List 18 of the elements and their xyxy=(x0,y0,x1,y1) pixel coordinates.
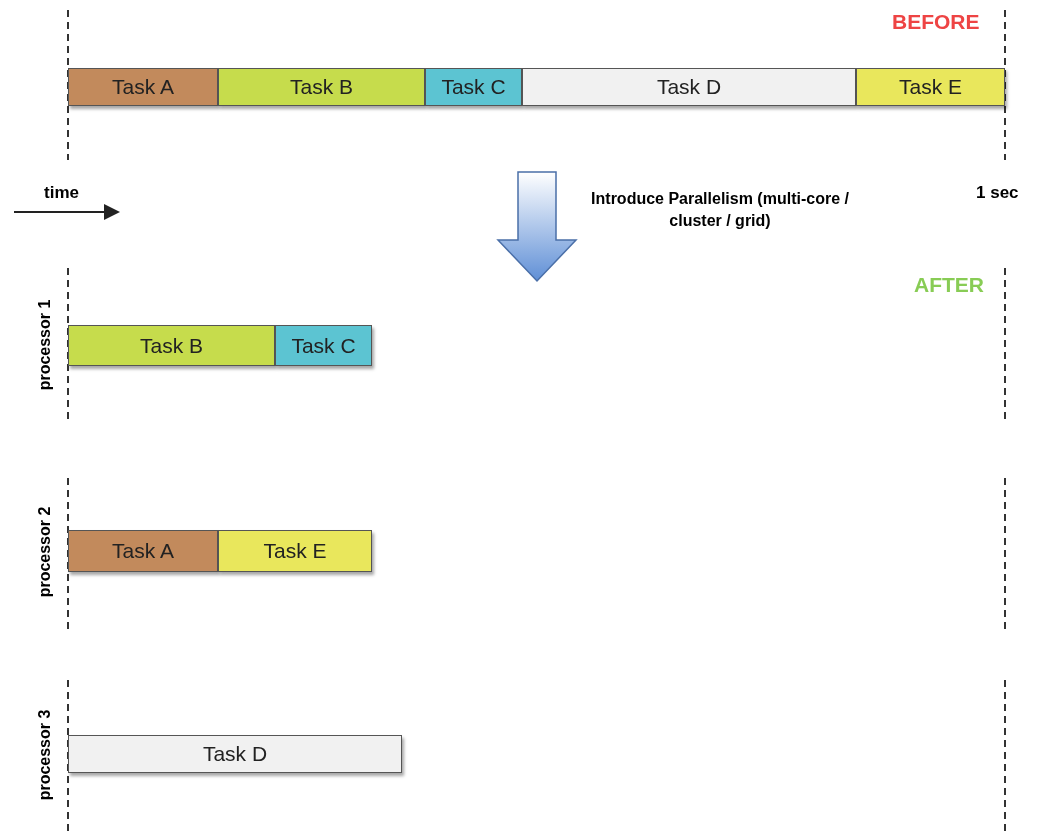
axis-label: time xyxy=(44,183,79,203)
processor-label: processor 2 xyxy=(35,506,54,598)
task-bar: Task C xyxy=(425,68,522,106)
task-bar: Task A xyxy=(68,68,218,106)
task-bar: Task E xyxy=(218,530,372,572)
processor-label: processor 3 xyxy=(35,709,54,801)
task-bar: Task D xyxy=(68,735,402,773)
annotation-text: Introduce Parallelism (multi-core / cluster / grid) xyxy=(590,189,850,231)
time-label: 1 sec xyxy=(976,183,1019,203)
task-bar: Task C xyxy=(275,325,372,366)
task-bar: Task E xyxy=(856,68,1005,106)
status-heading: BEFORE xyxy=(892,10,980,34)
task-bar: Task B xyxy=(68,325,275,366)
status-heading: AFTER xyxy=(914,273,984,297)
task-bar: Task B xyxy=(218,68,425,106)
task-bar: Task A xyxy=(68,530,218,572)
processor-label: processor 1 xyxy=(35,299,54,391)
task-bar: Task D xyxy=(522,68,856,106)
